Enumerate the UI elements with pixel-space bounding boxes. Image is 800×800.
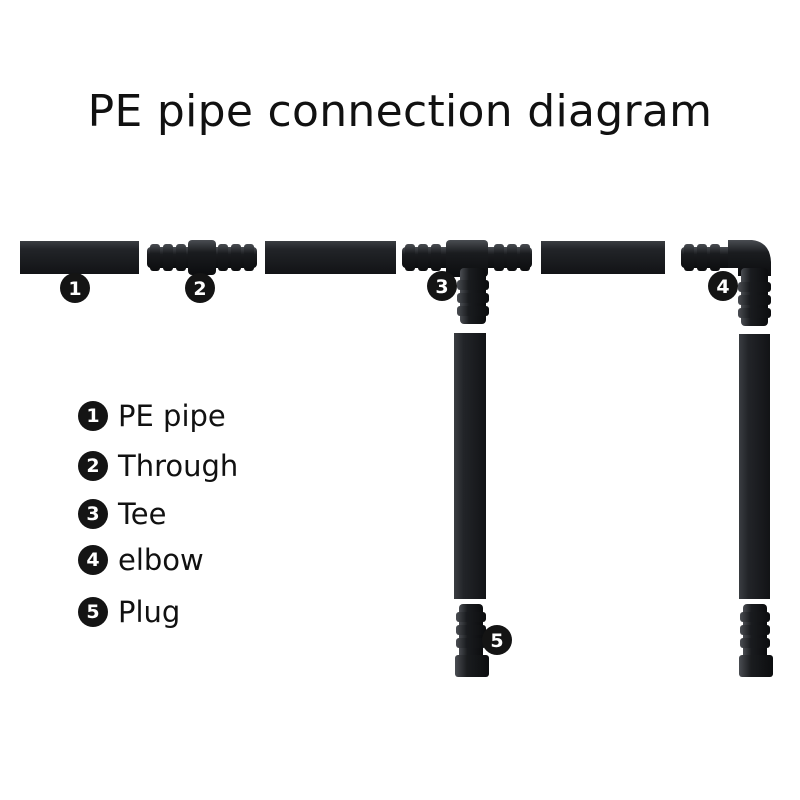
plug-fitting-2 <box>739 604 773 677</box>
pe-pipe-segment-3 <box>541 241 665 274</box>
badge-4: 4 <box>708 271 738 301</box>
legend-item-elbow: 4 elbow <box>78 540 204 580</box>
svg-text:4: 4 <box>716 276 729 298</box>
legend-label: PE pipe <box>118 399 226 433</box>
legend-label: Plug <box>118 595 181 629</box>
legend-label: Through <box>118 449 239 483</box>
pe-pipe-vertical-1 <box>454 333 486 599</box>
legend-item-through: 2 Through <box>78 446 238 486</box>
legend-number: 3 <box>78 499 108 529</box>
plug-fitting-1 <box>455 604 489 677</box>
legend-item-tee: 3 Tee <box>78 494 166 534</box>
legend-number: 2 <box>78 451 108 481</box>
tee-fitting <box>402 240 532 324</box>
legend-number: 5 <box>78 597 108 627</box>
badge-1: 1 <box>60 273 90 303</box>
elbow-fitting <box>681 240 771 326</box>
pe-pipe-segment-1 <box>20 241 139 274</box>
legend-item-plug: 5 Plug <box>78 592 180 632</box>
badge-2: 2 <box>185 273 215 303</box>
through-fitting <box>147 240 257 275</box>
legend-number: 1 <box>78 401 108 431</box>
legend-item-pe-pipe: 1 PE pipe <box>78 396 226 436</box>
legend-label: Tee <box>118 497 167 531</box>
badge-5: 5 <box>482 625 512 655</box>
badge-3: 3 <box>427 271 457 301</box>
svg-text:3: 3 <box>435 276 448 298</box>
pe-pipe-segment-2 <box>265 241 396 274</box>
svg-text:2: 2 <box>193 278 206 300</box>
pe-pipe-vertical-2 <box>739 334 770 599</box>
svg-text:1: 1 <box>68 278 81 300</box>
legend-label: elbow <box>118 543 204 577</box>
legend-number: 4 <box>78 545 108 575</box>
page-title: PE pipe connection diagram <box>87 86 713 137</box>
svg-text:5: 5 <box>490 630 503 652</box>
